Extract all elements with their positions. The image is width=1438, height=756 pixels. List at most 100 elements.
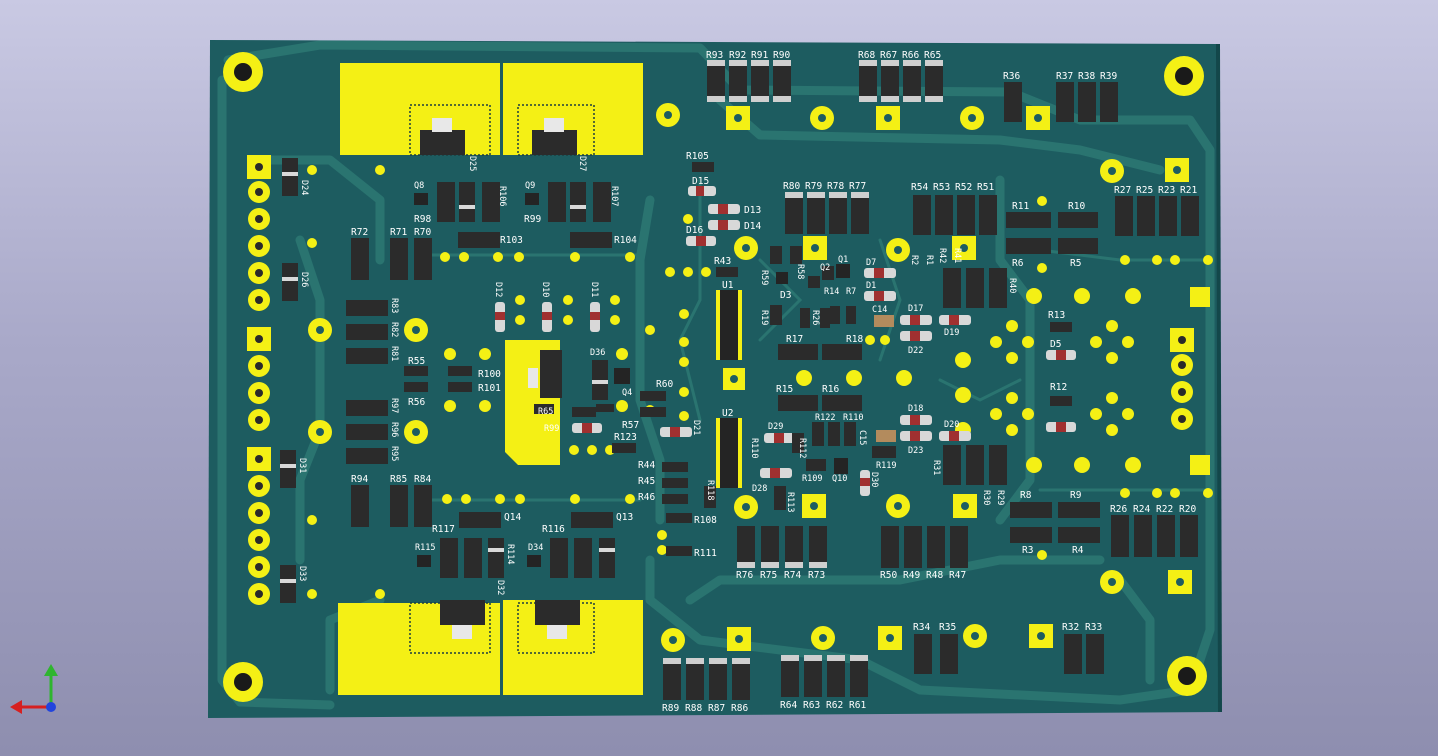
label-D15: D15 [692,176,709,187]
label-R100: R100 [478,369,501,380]
label-D5: D5 [1050,339,1061,350]
label-R4: R4 [1072,545,1084,556]
label-R48: R48 [926,570,943,581]
label-R105: R105 [686,151,709,162]
label-R81: R81 [389,346,399,361]
label-D21: D21 [691,420,701,435]
label-R10: R10 [1068,201,1085,212]
label-R74: R74 [784,570,801,581]
label-R45: R45 [638,476,655,487]
label-C15: C15 [857,430,867,445]
label-R73: R73 [808,570,825,581]
label-R59: R59 [759,270,769,285]
quad-pad-clusters [990,320,1134,436]
label-R111: R111 [694,548,717,559]
label-R65b: R65 [538,407,553,417]
label-R3: R3 [1022,545,1033,556]
label-R80: R80 [783,181,800,192]
label-R101: R101 [478,383,501,394]
label-R76: R76 [736,570,753,581]
label-R22: R22 [1156,504,1173,515]
label-R8: R8 [1020,490,1032,501]
label-D22: D22 [908,346,923,356]
label-R60: R60 [656,379,673,390]
label-R33: R33 [1085,622,1102,633]
label-R20: R20 [1179,504,1196,515]
label-R90: R90 [773,50,790,61]
label-R108: R108 [694,515,717,526]
label-R35: R35 [939,622,956,633]
label-R15: R15 [776,384,793,395]
label-R43: R43 [714,256,731,267]
mounting-holes [223,52,1207,702]
label-R85: R85 [390,474,407,485]
label-Q1: Q1 [838,255,848,265]
label-R6: R6 [1012,258,1024,269]
label-R7: R7 [846,287,856,297]
label-R52: R52 [955,182,972,193]
label-R65: R65 [924,50,941,61]
orientation-axes [10,664,58,714]
label-R123: R123 [614,432,637,443]
label-R18: R18 [846,334,863,345]
label-R95: R95 [389,446,399,461]
label-R13: R13 [1048,310,1065,321]
label-R54: R54 [911,182,928,193]
label-R26: R26 [1110,504,1127,515]
label-R94: R94 [351,474,368,485]
label-R62: R62 [826,700,843,711]
label-R103: R103 [500,235,523,246]
label-R116: Q13 [616,512,633,523]
label-R14: R14 [824,287,839,297]
label-R92: R92 [729,50,746,61]
label-D7: D7 [866,258,876,268]
label-R106: R106 [497,186,507,206]
label-Q9: Q9 [525,181,535,191]
vias [307,165,1213,599]
label-R32: R32 [1062,622,1079,633]
label-D10: D10 [540,282,550,297]
label-R99: R99 [524,214,541,225]
label-R23: R23 [1158,185,1175,196]
label-Q4: Q4 [622,388,632,398]
blue-dot-icon [46,702,56,712]
label-R104: R104 [614,235,637,246]
label-R2: R2 [909,255,919,265]
label-R39: R39 [1100,71,1117,82]
label-Q10: Q10 [832,474,847,484]
label-R91: R91 [751,50,768,61]
label-D26: D26 [299,272,309,287]
label-R64: R64 [780,700,797,711]
label-R63: R63 [803,700,820,711]
label-R87: R87 [708,703,725,714]
label-R27: R27 [1114,185,1131,196]
label-R40: R40 [1007,278,1017,293]
silkscreen-labels: R93 R92 R91 R90 R68 R67 R66 R65 R36 R37 … [297,50,1197,714]
label-D19: D19 [944,328,959,338]
green-arrow-icon [44,664,58,707]
label-R118: R118 [705,480,715,500]
label-R61: R61 [849,700,866,711]
label-R38: R38 [1078,71,1095,82]
label-D14: D14 [744,221,761,232]
large-pad-holes [316,111,1184,644]
label-R34: R34 [913,622,930,633]
label-R68: R68 [858,50,875,61]
label-R19: R19 [759,310,769,325]
label-R42: R42 [937,248,947,263]
label-R113: R113 [785,492,795,512]
right-headers [1170,287,1210,475]
label-D18: D18 [908,404,923,414]
label-R93: R93 [706,50,723,61]
label-R16: R16 [822,384,839,395]
label-D28: D28 [752,484,767,494]
label-D24: D24 [299,180,309,195]
label-R51: R51 [977,182,994,193]
label-D1: D1 [866,281,876,291]
label-R12: R12 [1050,382,1067,393]
label-D31: D31 [297,458,307,473]
label-R107: R107 [609,186,619,206]
label-R121: R117 [432,524,455,535]
